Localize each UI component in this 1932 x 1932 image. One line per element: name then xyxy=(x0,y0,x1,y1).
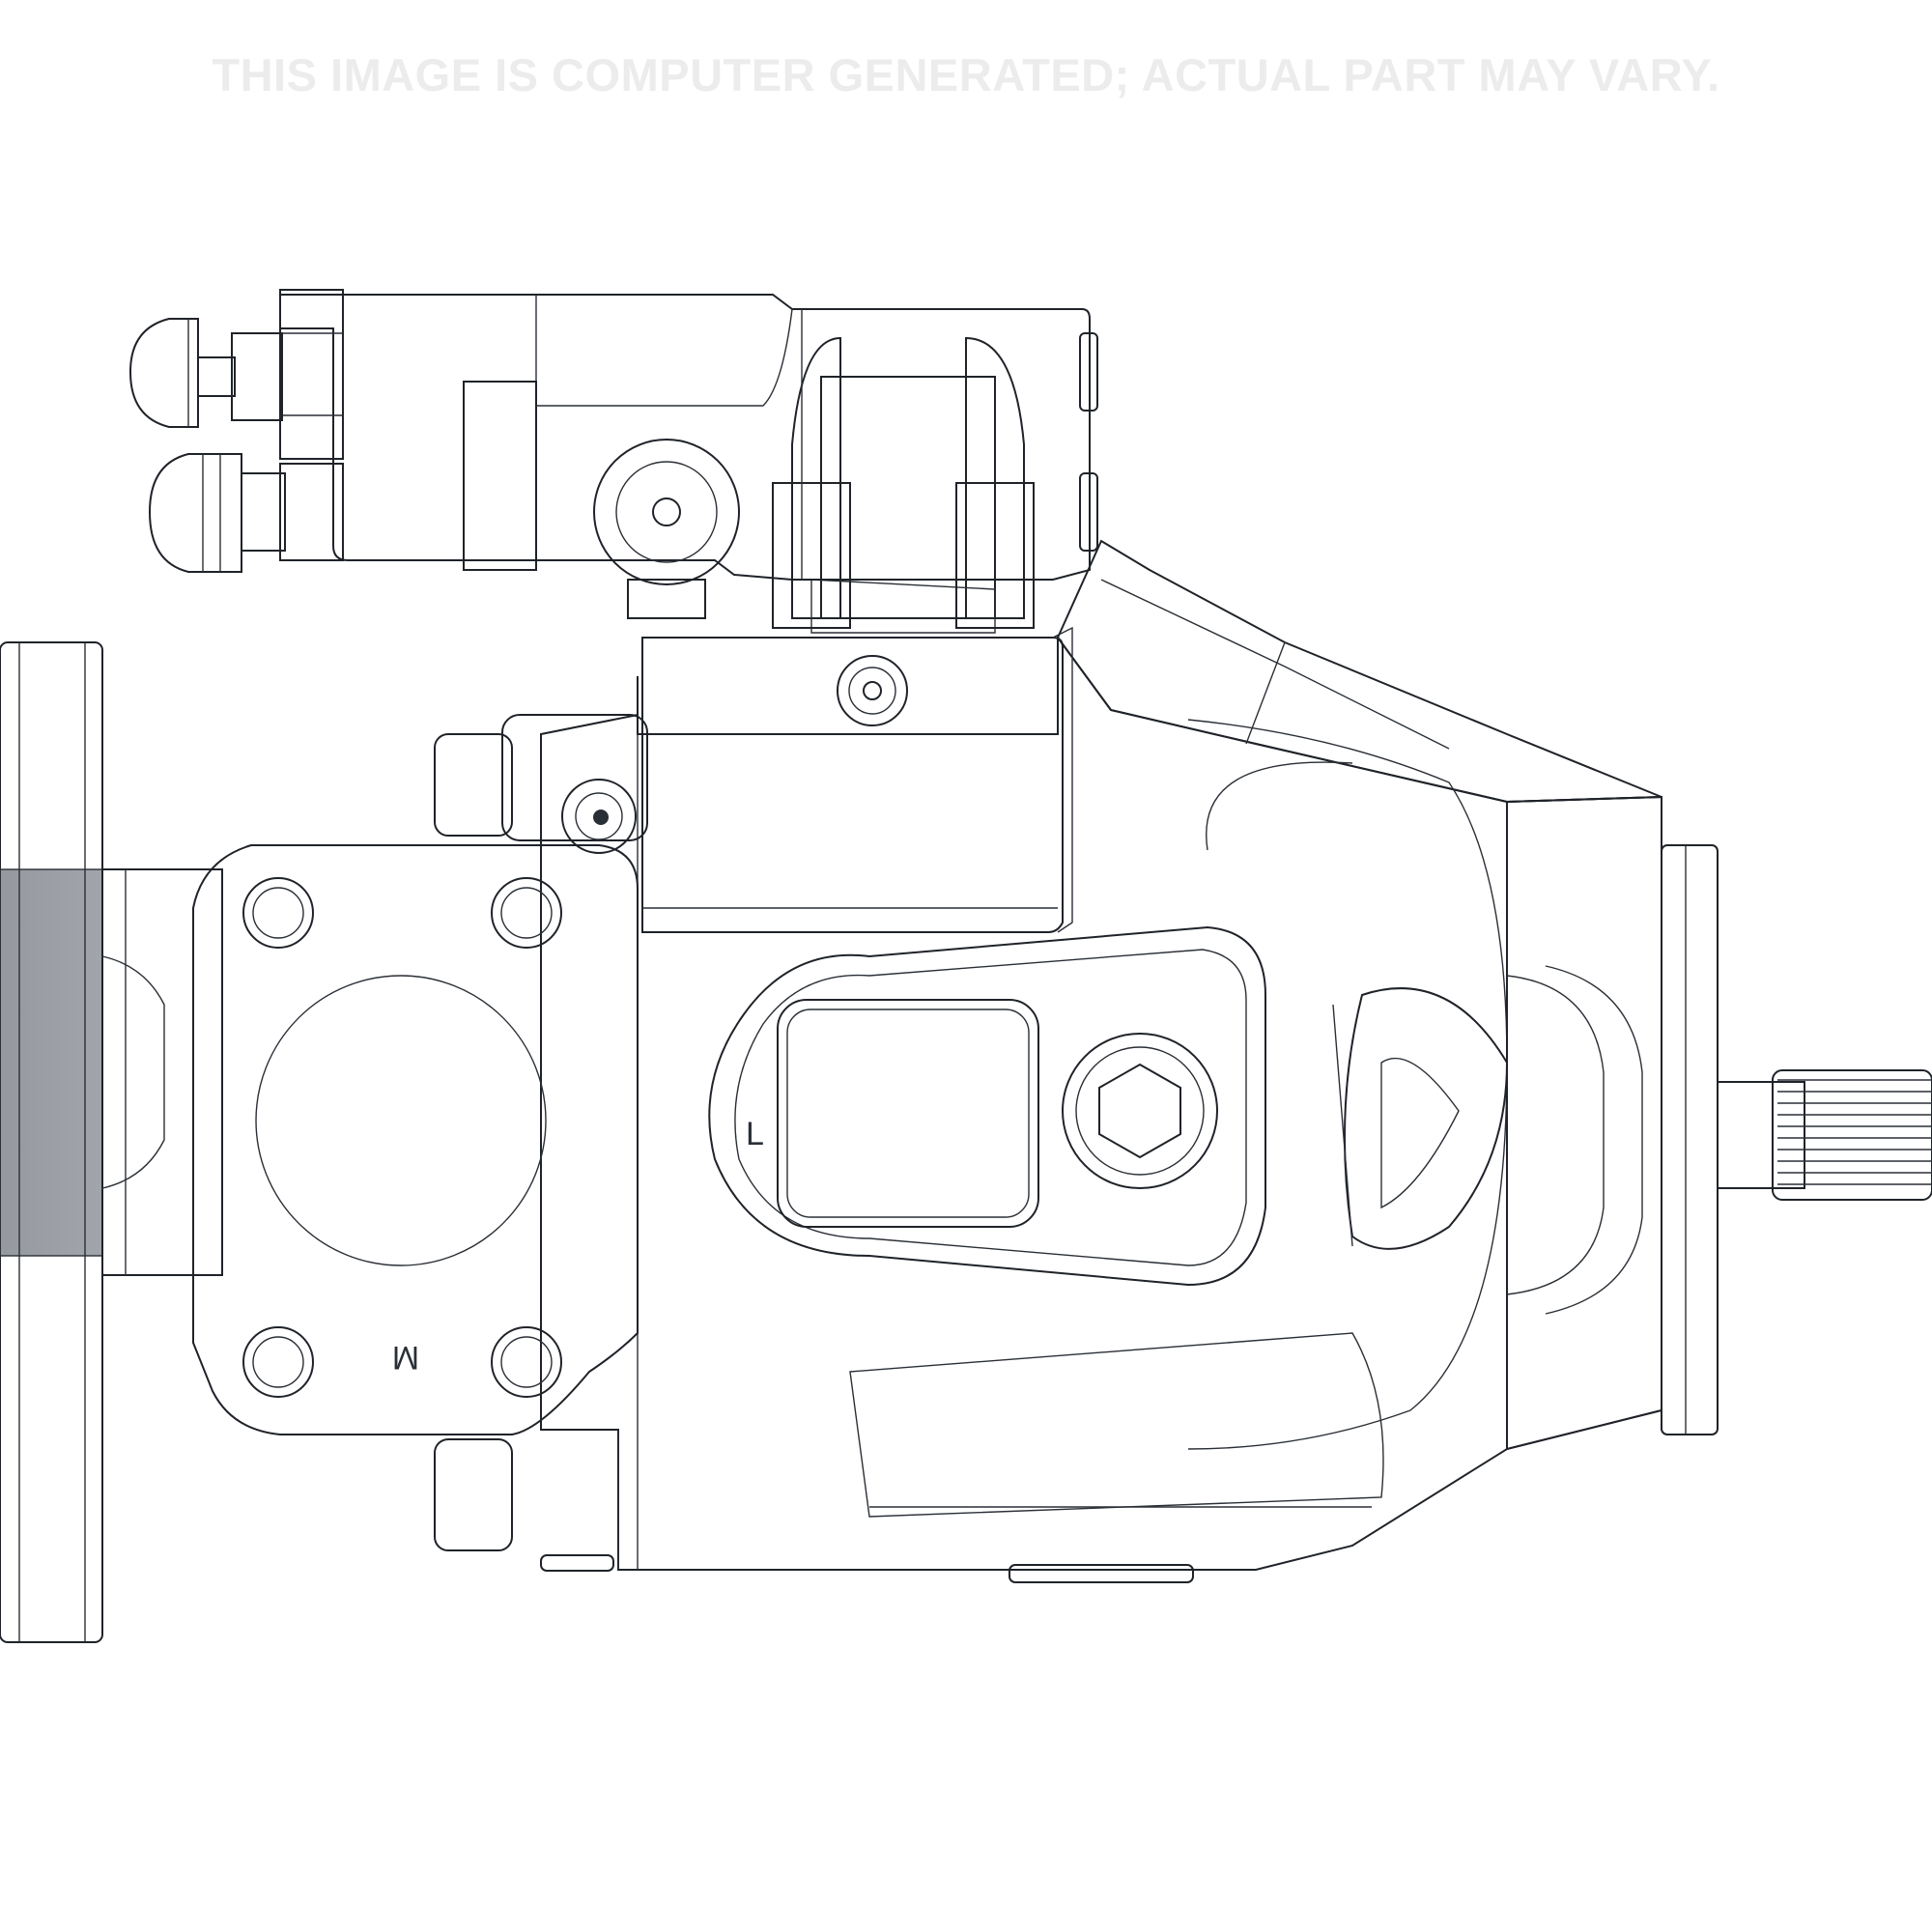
flange-neck xyxy=(101,868,223,1276)
rear-boss xyxy=(1332,965,1643,1315)
drive-shaft xyxy=(1717,1069,1932,1201)
compensator-valve xyxy=(128,289,1098,634)
pump-housing xyxy=(540,539,1662,1583)
pressure-port-plate: M xyxy=(192,844,639,1435)
disclaimer-watermark: THIS IMAGE IS COMPUTER GENERATED; ACTUAL… xyxy=(212,49,1720,100)
port-mark-m: M xyxy=(392,1339,419,1376)
side-port-cover: L xyxy=(708,925,1266,1287)
mounting-flange xyxy=(0,641,103,1643)
rear-end-cap xyxy=(1506,795,1719,1451)
port-mark-l: L xyxy=(746,1116,764,1152)
control-block xyxy=(641,626,1073,933)
side-plugs xyxy=(434,714,648,1551)
